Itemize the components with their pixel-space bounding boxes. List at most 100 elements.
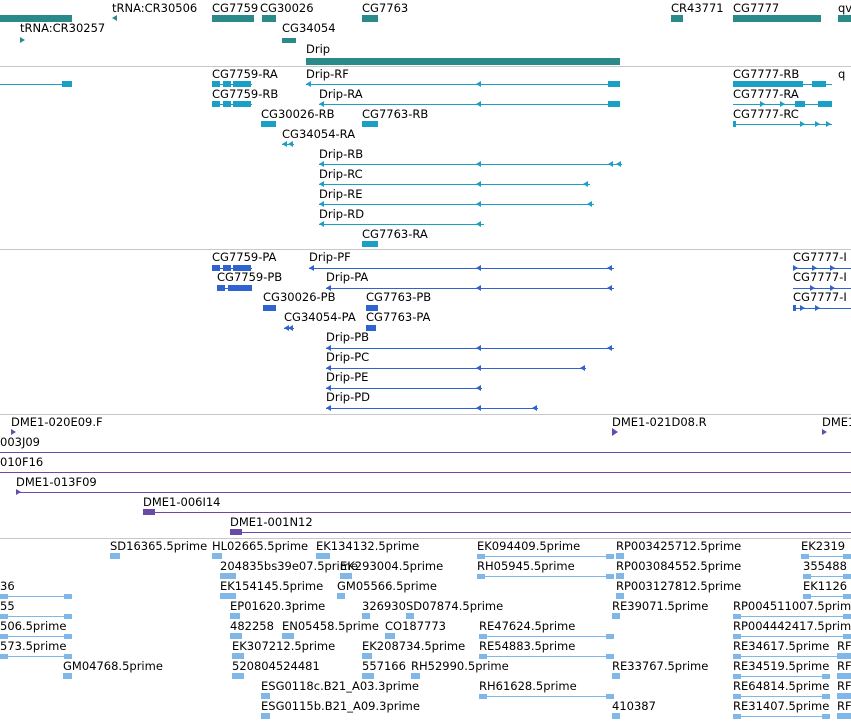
gene-feature[interactable] [671, 15, 683, 22]
est-line[interactable] [733, 716, 830, 717]
est-block[interactable] [843, 634, 851, 639]
est-line[interactable] [477, 576, 614, 577]
est-block[interactable] [479, 634, 487, 639]
est-block[interactable] [63, 673, 72, 679]
proteins-feature-label[interactable]: Drip-PA [326, 270, 369, 284]
proteins-feature-label[interactable]: Drip-PE [326, 370, 369, 384]
est-block[interactable] [477, 574, 485, 579]
clone-block[interactable] [230, 529, 242, 535]
genes-feature-label[interactable]: tRNA:CR30506 [112, 1, 198, 15]
est-block[interactable] [616, 593, 624, 599]
ests-feature-label[interactable]: RP004511007.5prime [733, 599, 851, 613]
ests-feature-label[interactable]: EK307212.5prime [232, 639, 336, 653]
transcript-line[interactable] [319, 104, 620, 105]
est-block[interactable] [733, 694, 741, 699]
proteins-feature-label[interactable]: CG30026-PB [263, 290, 336, 304]
ests-feature-label[interactable]: EK2319 [801, 539, 846, 553]
transcript-exon[interactable] [233, 101, 251, 107]
proteins-feature-label[interactable]: CG7759-PA [212, 250, 277, 264]
transcript-line[interactable] [212, 104, 252, 105]
ests-feature-label[interactable]: RP003425712.5prime [616, 539, 742, 553]
clones-feature-label[interactable]: 003J09 [0, 435, 40, 449]
transcripts-feature-label[interactable]: CG7759-RB [212, 87, 279, 101]
ests-feature-label[interactable]: EK134132.5prime [316, 539, 420, 553]
transcript-exon[interactable] [223, 81, 231, 87]
est-block[interactable] [0, 654, 8, 659]
est-line[interactable] [0, 636, 72, 637]
transcript-line[interactable] [319, 184, 590, 185]
est-line[interactable] [803, 576, 851, 577]
est-block[interactable] [843, 594, 851, 599]
transcripts-feature-label[interactable]: CG7777-RB [733, 67, 800, 81]
gene-feature[interactable] [733, 15, 821, 22]
protein-exon[interactable] [223, 265, 231, 271]
protein-exon[interactable] [217, 285, 225, 291]
est-block[interactable] [803, 594, 811, 599]
ests-feature-label[interactable]: RP004442417.5prime [733, 619, 851, 633]
protein-line[interactable] [793, 288, 851, 289]
est-line[interactable] [733, 656, 851, 657]
transcript-exon[interactable] [818, 101, 832, 107]
genes-feature-label[interactable]: qv [838, 1, 851, 15]
protein-line[interactable] [326, 388, 482, 389]
est-block[interactable] [0, 594, 8, 599]
est-block[interactable] [822, 714, 830, 719]
est-line[interactable] [479, 636, 614, 637]
est-line[interactable] [733, 616, 851, 617]
est-block[interactable] [822, 694, 830, 699]
ests-feature-label[interactable]: 36 [0, 579, 15, 593]
est-block[interactable] [362, 613, 370, 619]
transcript-exon[interactable] [362, 121, 378, 127]
transcript-line[interactable] [733, 124, 832, 125]
est-block[interactable] [612, 613, 620, 619]
transcripts-feature-label[interactable]: CG34054-RA [282, 127, 356, 141]
transcript-line[interactable] [0, 84, 72, 85]
transcript-exon[interactable] [608, 81, 620, 87]
est-block[interactable] [837, 673, 851, 679]
transcripts-feature-label[interactable]: Drip-RE [319, 187, 363, 201]
proteins-feature-label[interactable]: CG7763-PA [366, 310, 431, 324]
transcript-exon[interactable] [212, 101, 220, 107]
est-block[interactable] [616, 553, 624, 559]
clones-feature-label[interactable]: DME1-001N12 [230, 515, 313, 529]
est-block[interactable] [362, 673, 374, 679]
gene-feature[interactable] [212, 15, 254, 22]
transcripts-feature-label[interactable]: Drip-RB [319, 147, 364, 161]
est-block[interactable] [282, 633, 294, 639]
est-block[interactable] [479, 654, 487, 659]
clone-block[interactable] [143, 509, 155, 515]
transcript-exon[interactable] [795, 101, 805, 107]
protein-line[interactable] [326, 368, 586, 369]
est-line[interactable] [801, 556, 851, 557]
ests-feature-label[interactable]: CO187773 [385, 619, 446, 633]
protein-exon[interactable] [236, 285, 252, 291]
transcripts-feature-label[interactable]: CG30026-RB [261, 107, 335, 121]
est-block[interactable] [220, 573, 236, 579]
transcripts-feature-label[interactable]: q [838, 67, 846, 81]
est-block[interactable] [64, 634, 72, 639]
gene-feature[interactable] [362, 15, 378, 22]
est-block[interactable] [337, 593, 345, 599]
est-line[interactable] [0, 596, 72, 597]
est-line[interactable] [803, 596, 851, 597]
est-block[interactable] [232, 653, 244, 659]
genes-feature-label[interactable]: tRNA:CR30257 [20, 21, 106, 35]
transcript-exon[interactable] [733, 121, 736, 127]
transcript-line[interactable] [306, 84, 620, 85]
est-block[interactable] [110, 553, 120, 559]
transcript-exon[interactable] [608, 101, 620, 107]
ests-feature-label[interactable]: GM04768.5prime [63, 659, 163, 673]
est-block[interactable] [477, 554, 485, 559]
genes-feature-label[interactable]: CG30026 [260, 1, 314, 15]
proteins-feature-label[interactable]: Drip-PC [326, 350, 370, 364]
proteins-feature-label[interactable]: Drip-PF [309, 250, 351, 264]
ests-feature-label[interactable]: 55 [0, 599, 15, 613]
est-block[interactable] [340, 573, 352, 579]
protein-exon[interactable] [233, 265, 251, 271]
clones-feature-label[interactable]: DME1 [822, 415, 851, 429]
ests-feature-label[interactable]: RH05945.5prime [477, 559, 575, 573]
ests-feature-label[interactable]: RF [837, 679, 851, 693]
genes-feature-label[interactable]: Drip [306, 42, 331, 56]
est-block[interactable] [64, 594, 72, 599]
ests-feature-label[interactable]: RE34519.5prime [733, 659, 830, 673]
